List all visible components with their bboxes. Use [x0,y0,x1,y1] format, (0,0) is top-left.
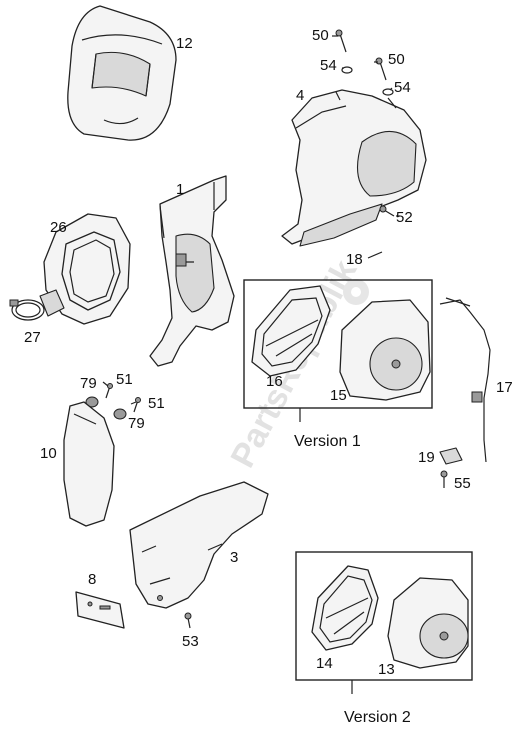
part-16-filter-cage-v1 [251,285,331,377]
label-26: 26 [50,219,67,236]
part-79-grommet-a [85,396,99,408]
part-26-filter-boot [39,213,131,325]
part-54-washer-b [382,88,394,96]
label-19: 19 [418,449,435,466]
label-14: 14 [316,655,333,672]
part-51-bolt-b [133,397,141,413]
part-15-filter-v1 [339,299,431,401]
part-55-screw [440,470,448,488]
label-1: 1 [176,181,184,198]
label-4: 4 [296,87,304,104]
version-2-label: Version 2 [344,709,411,726]
leader-lines [102,35,400,405]
label-51b: 51 [148,395,165,412]
label-54a: 54 [320,57,337,74]
part-4-airbox-upper [281,89,427,247]
part-8-decal [75,591,125,629]
label-16: 16 [266,373,283,390]
part-labels: 12 50 54 50 54 4 1 52 26 18 27 16 15 17 … [24,27,513,678]
part-53-screw [184,612,192,629]
label-18: 18 [346,251,363,268]
part-54-washer-a [341,66,353,74]
part-13-filter-v2 [387,577,469,669]
part-50-bolt-b [375,57,387,81]
part-1-airbox-body [149,175,235,367]
label-55: 55 [454,475,471,492]
part-52-screw [379,205,395,217]
label-54b: 54 [394,79,411,96]
part-3-side-panel [129,481,269,609]
label-27: 27 [24,329,41,346]
label-12: 12 [176,35,193,52]
version-1-box [243,279,433,409]
label-17: 17 [496,379,513,396]
label-10: 10 [40,445,57,462]
label-8: 8 [88,571,96,588]
label-53: 53 [182,633,199,650]
part-79-grommet-b [113,408,127,420]
part-27-clamp [9,299,45,321]
part-19-holder [439,447,463,465]
version-2-box [295,551,473,681]
label-79a: 79 [80,375,97,392]
label-50b: 50 [388,51,405,68]
label-79b: 79 [128,415,145,432]
part-12-cover [67,5,177,141]
label-51a: 51 [116,371,133,388]
label-52: 52 [396,209,413,226]
watermark-logo [343,279,369,305]
part-18-pin [367,251,383,259]
label-15: 15 [330,387,347,404]
label-3: 3 [230,549,238,566]
part-50-bolt-a [335,29,347,53]
version-labels: Version 1 Version 2 [294,433,411,726]
part-17-bracket [439,297,491,463]
label-50a: 50 [312,27,329,44]
part-14-filter-cage-v2 [311,565,379,651]
version-1-label: Version 1 [294,433,361,450]
label-13: 13 [378,661,395,678]
part-10-side-cover [63,401,115,527]
